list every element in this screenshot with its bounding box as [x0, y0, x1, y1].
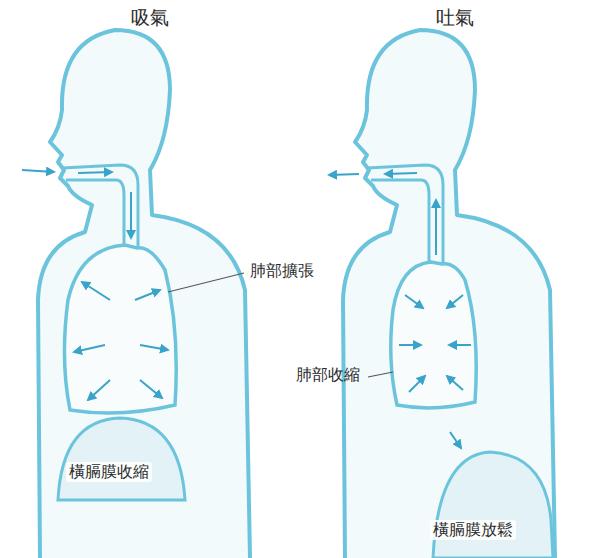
part-label: 橫膈膜收縮 [66, 462, 152, 482]
part-label: 橫膈膜放鬆 [430, 520, 516, 540]
part-label: 肺部收縮 [296, 365, 360, 385]
part-label: 肺部擴張 [250, 261, 314, 281]
panel-title: 吐氣 [436, 6, 474, 30]
panel-title: 吸氣 [131, 6, 169, 30]
exhale-figure [329, 30, 555, 558]
inhale-figure [22, 30, 250, 558]
